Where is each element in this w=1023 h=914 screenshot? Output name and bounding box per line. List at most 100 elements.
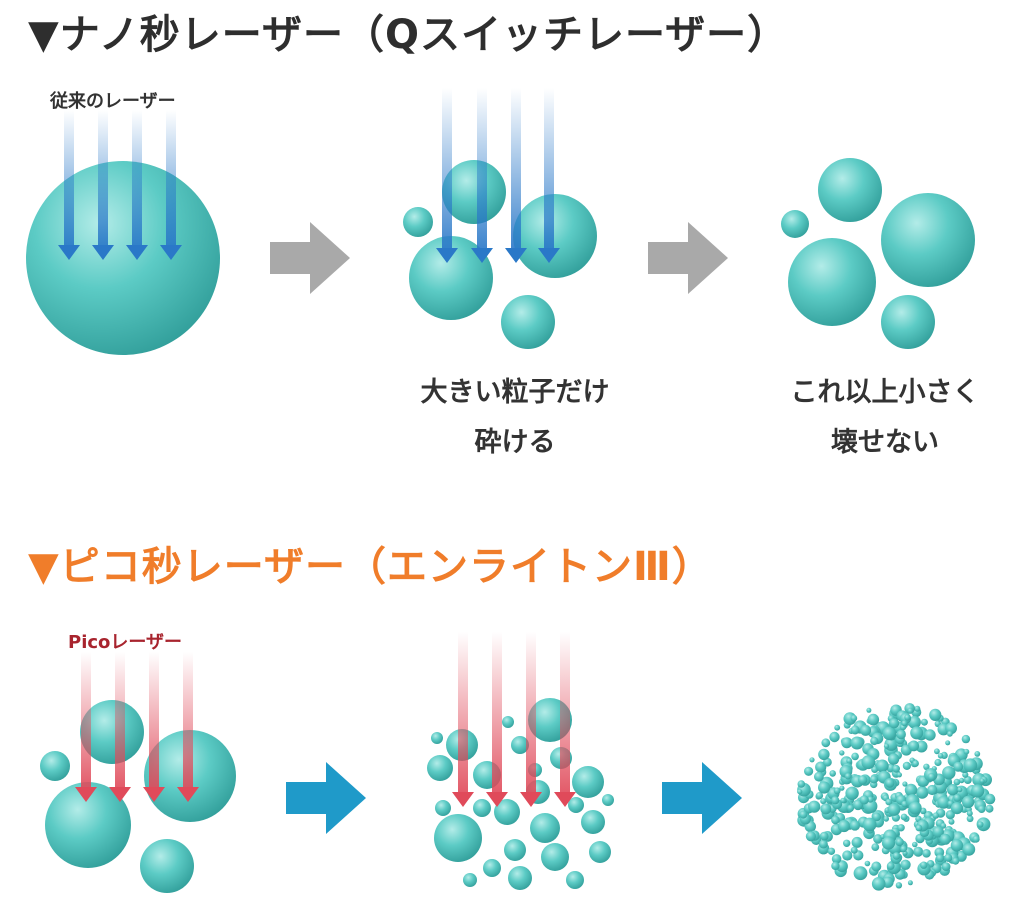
tiny-particle <box>831 854 842 864</box>
tiny-particle <box>959 777 965 784</box>
pico-right-arrow-1 <box>286 762 366 834</box>
tiny-particle <box>953 778 961 786</box>
particle <box>881 295 935 349</box>
tiny-particle <box>797 789 803 795</box>
particle <box>45 782 131 868</box>
tiny-particle <box>885 798 893 806</box>
tiny-particle <box>940 822 947 829</box>
particle <box>541 843 569 871</box>
tiny-particle <box>809 757 815 763</box>
beam-arrow-down <box>520 632 542 807</box>
beam-arrow-down <box>486 632 508 807</box>
tiny-particle <box>939 833 951 845</box>
tiny-particle <box>957 787 963 793</box>
particle <box>566 871 584 889</box>
tiny-particle <box>818 781 831 794</box>
particle <box>881 193 975 287</box>
tiny-particle <box>927 773 936 781</box>
particle <box>513 194 597 278</box>
tiny-particle <box>805 831 817 842</box>
tiny-particle <box>866 707 872 713</box>
particle <box>473 799 491 817</box>
tiny-particle <box>819 831 829 841</box>
tiny-particle <box>935 854 945 863</box>
tiny-particle <box>897 824 905 832</box>
tiny-particle <box>907 880 913 886</box>
tiny-particle <box>953 794 962 802</box>
tiny-particle <box>892 764 900 773</box>
pico-right-arrow-2 <box>662 762 742 834</box>
tiny-particle <box>797 780 806 788</box>
tiny-particle <box>871 861 882 872</box>
particle <box>494 799 520 825</box>
particle <box>463 873 477 887</box>
nano-stage-2 <box>403 88 597 349</box>
tiny-particle <box>950 839 964 852</box>
particle <box>504 839 526 861</box>
tiny-particle <box>839 785 845 791</box>
tiny-particle <box>881 836 896 850</box>
caption-line: 壊せない <box>831 427 939 458</box>
tiny-particle <box>840 797 846 804</box>
nano-big-particle <box>26 161 220 355</box>
caption-line: これ以上小さく <box>790 377 980 408</box>
tiny-particle <box>974 751 981 757</box>
caption-line: 砕ける <box>474 427 556 458</box>
tiny-particle <box>900 813 908 821</box>
pico-stage-3 <box>797 703 996 891</box>
tiny-particle <box>851 752 859 761</box>
tiny-particle <box>845 786 859 800</box>
pico-heading: ▼ピコ秒レーザー（エンライトンⅢ） <box>28 544 713 590</box>
tiny-particle <box>962 843 976 856</box>
tiny-particle <box>836 860 848 873</box>
tiny-particle <box>977 805 986 813</box>
tiny-particle <box>834 724 841 731</box>
nano-right-arrow-1 <box>270 222 350 294</box>
tiny-particle <box>977 821 984 828</box>
pico-stage-2 <box>427 632 614 890</box>
tiny-particle <box>914 705 921 712</box>
beam-arrow-down <box>58 110 80 260</box>
particle <box>568 797 584 813</box>
tiny-particle <box>971 784 985 798</box>
tiny-particle <box>924 729 936 741</box>
tiny-particle <box>820 798 827 805</box>
tiny-particle <box>883 816 889 822</box>
tiny-particle <box>896 772 903 778</box>
tiny-particle <box>902 781 908 787</box>
tiny-particle <box>850 725 860 735</box>
tiny-particle <box>864 860 871 867</box>
tiny-particle <box>867 713 880 726</box>
particle <box>427 755 453 781</box>
tiny-particle <box>804 766 814 776</box>
tiny-particle <box>827 847 836 855</box>
tiny-particle <box>927 784 938 796</box>
tiny-particle <box>829 731 840 743</box>
beam-arrow-down <box>92 110 114 260</box>
particle <box>589 841 611 863</box>
tiny-particle <box>860 724 872 736</box>
beam-arrow-down <box>436 88 458 263</box>
tiny-particle <box>815 761 827 773</box>
tiny-particle <box>984 793 996 805</box>
beam-arrow-down <box>471 88 493 263</box>
tiny-particle <box>887 803 901 816</box>
tiny-particle <box>843 839 851 847</box>
tiny-particle <box>862 817 877 832</box>
particle <box>788 238 876 326</box>
tiny-particle <box>882 726 897 741</box>
tiny-particle <box>901 720 908 727</box>
tiny-particle <box>831 815 840 825</box>
tiny-particle <box>853 866 868 881</box>
beam-arrow-down <box>143 652 165 802</box>
tiny-particle <box>849 820 861 831</box>
tiny-particle <box>818 748 830 761</box>
tiny-particle <box>870 736 879 746</box>
tiny-particle <box>961 734 971 744</box>
tiny-particle <box>885 778 895 788</box>
tiny-particle <box>934 758 942 767</box>
tiny-particle <box>850 846 858 854</box>
tiny-particle <box>904 783 918 797</box>
particle <box>435 800 451 816</box>
tiny-particle <box>912 841 918 848</box>
